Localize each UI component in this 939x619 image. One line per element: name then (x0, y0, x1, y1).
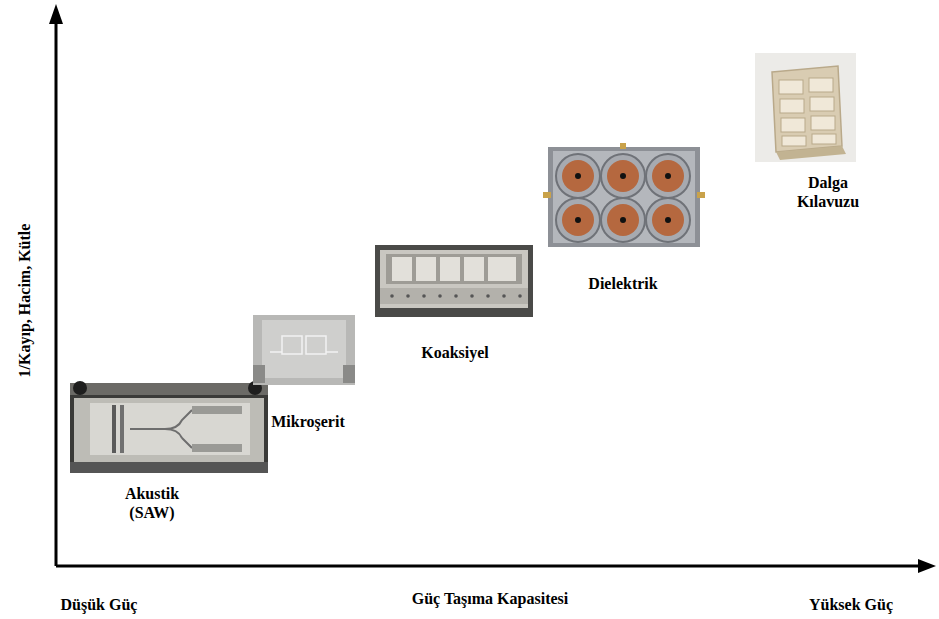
coaxial-photo (375, 245, 533, 317)
filter-label: Akustik (SAW) (107, 484, 197, 522)
axis-end-label: Düşük Güç (29, 595, 169, 614)
axis-title: 1/Kayıp, Hacim, Kütle (15, 150, 34, 450)
dielectric-photo (543, 143, 705, 247)
microstrip-photo (253, 315, 355, 385)
filter-label: Dielektrik (558, 274, 688, 293)
waveguide-photo (755, 53, 856, 162)
filter-label: Dalga Kılavuzu (783, 173, 873, 211)
axis-title: Güç Taşıma Kapasitesi (360, 589, 620, 608)
filter-label: Koaksiyel (390, 343, 520, 362)
axis-end-label: Yüksek Güç (781, 595, 921, 614)
saw-photo (70, 381, 268, 473)
filter-label: Mikroşerit (243, 412, 373, 431)
